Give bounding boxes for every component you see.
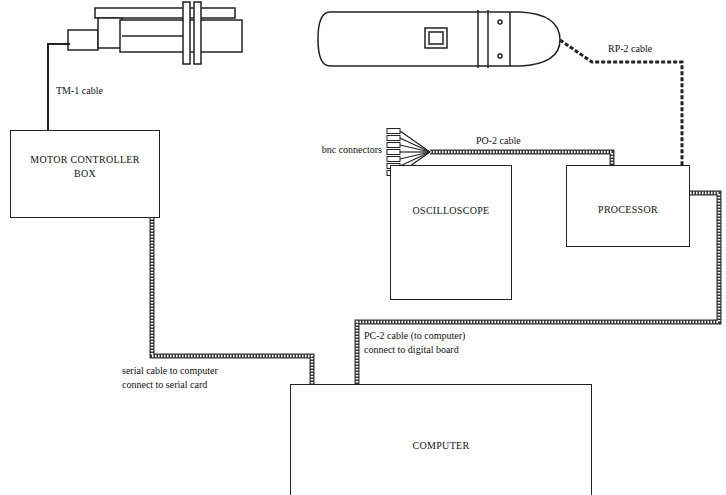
- rp2-cable: [560, 40, 682, 165]
- probe-window: [425, 28, 447, 48]
- cable: [152, 218, 312, 384]
- probe: [318, 10, 682, 165]
- box-label: OSCILLOSCOPE: [413, 204, 490, 218]
- bnc-connector: [387, 143, 400, 148]
- bnc-lead: [400, 151, 430, 152]
- mount-plate: [194, 2, 201, 64]
- bnc-connector: [387, 157, 400, 162]
- po2-cable: [430, 152, 612, 165]
- cable-outer: [152, 218, 312, 384]
- probe-body: [318, 12, 560, 66]
- bnc-connector: [387, 129, 400, 134]
- controller-box: MOTOR CONTROLLER BOX: [10, 130, 160, 218]
- probe-seam: [509, 12, 511, 66]
- motor-actuator: [48, 2, 242, 130]
- cable-note: PC-2 cable (to computer) connect to digi…: [362, 329, 494, 357]
- oscilloscope-box: OSCILLOSCOPE: [390, 165, 512, 300]
- guide-rail: [95, 8, 235, 18]
- cable-outer: [430, 152, 612, 165]
- body-line: [122, 35, 183, 37]
- probe-screw: [498, 54, 502, 58]
- box-label: PROCESSOR: [598, 203, 658, 217]
- probe-window-inner: [429, 32, 443, 44]
- box-label: COMPUTER: [413, 439, 470, 453]
- probe-ring: [477, 10, 479, 68]
- bnc-connector: [387, 136, 400, 141]
- cable-label: RP-2 cable: [606, 42, 654, 56]
- processor-box: PROCESSOR: [566, 165, 690, 247]
- cable-label: PO-2 cable: [474, 134, 523, 148]
- clamp: [98, 18, 122, 48]
- cable-note: serial cable to computer connect to seri…: [120, 364, 252, 392]
- mount-plate: [183, 2, 190, 64]
- motor-body: [120, 20, 242, 52]
- cable-inner: [430, 152, 612, 165]
- connector-label: bnc connectors: [320, 143, 384, 157]
- cable-label: TM-1 cable: [54, 84, 105, 98]
- bnc-lead: [400, 145, 430, 152]
- probe-screw: [498, 20, 502, 24]
- bnc-lead: [400, 152, 430, 166]
- bnc-lead: [400, 138, 430, 152]
- computer-box: COMPUTER: [290, 384, 592, 495]
- bnc-lead: [400, 131, 430, 152]
- cable-inner: [152, 218, 312, 384]
- bnc-connector: [387, 150, 400, 155]
- box-label: MOTOR CONTROLLER BOX: [29, 153, 141, 181]
- end-block: [68, 30, 98, 50]
- probe-ring: [487, 10, 489, 68]
